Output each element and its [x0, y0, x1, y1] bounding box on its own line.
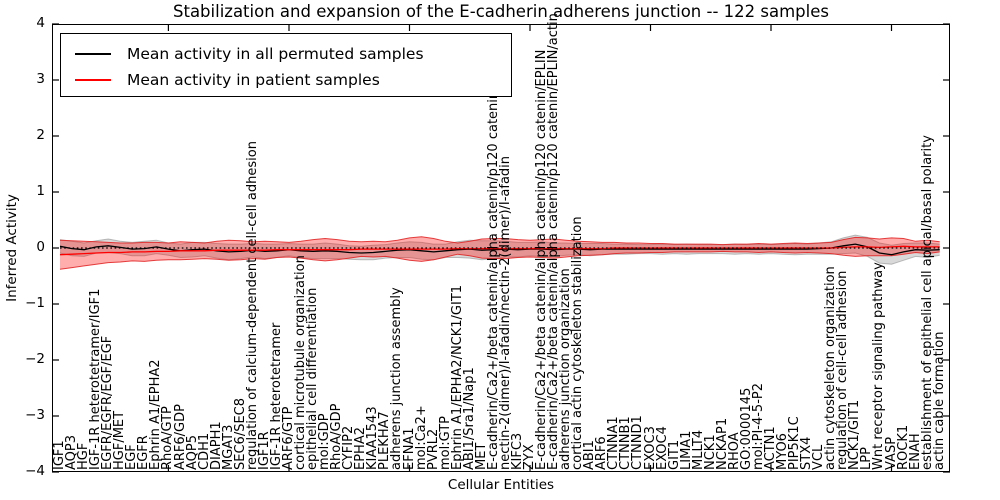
x-tick-label: nectin-2(dimer)/I-afadin/nectin-2(dimer)… — [497, 155, 513, 470]
legend: Mean activity in all permuted samples Me… — [60, 33, 512, 97]
y-tick-label: 1 — [36, 183, 45, 199]
y-axis-label: Inferred Activity — [4, 194, 20, 302]
legend-label-patient: Mean activity in patient samples — [127, 71, 380, 89]
y-tick-label: 2 — [36, 127, 45, 143]
y-tick-label: −2 — [25, 351, 45, 367]
y-tick-label: 4 — [36, 15, 45, 31]
x-tick-label: actin cable formation — [931, 331, 947, 470]
permuted-line-sample-icon — [75, 53, 111, 55]
x-axis-label: Cellular Entities — [447, 477, 555, 493]
y-tick-label: 0 — [36, 239, 45, 255]
legend-entry-permuted: Mean activity in all permuted samples — [75, 41, 511, 67]
chart-title: Stabilization and expansion of the E-cad… — [173, 2, 829, 21]
y-tick-label: 3 — [36, 71, 45, 87]
patient-line-sample-icon — [75, 79, 111, 81]
y-tick-label: −1 — [25, 295, 45, 311]
y-tick-label: −3 — [25, 407, 45, 423]
legend-label-permuted: Mean activity in all permuted samples — [127, 45, 424, 63]
y-tick-label: −4 — [25, 463, 45, 479]
legend-entry-patient: Mean activity in patient samples — [75, 67, 511, 93]
x-tick-label: cortical actin cytoskeleton stabilizatio… — [570, 216, 586, 470]
x-tick-label: regulation of calcium-dependent cell-cel… — [244, 141, 260, 470]
